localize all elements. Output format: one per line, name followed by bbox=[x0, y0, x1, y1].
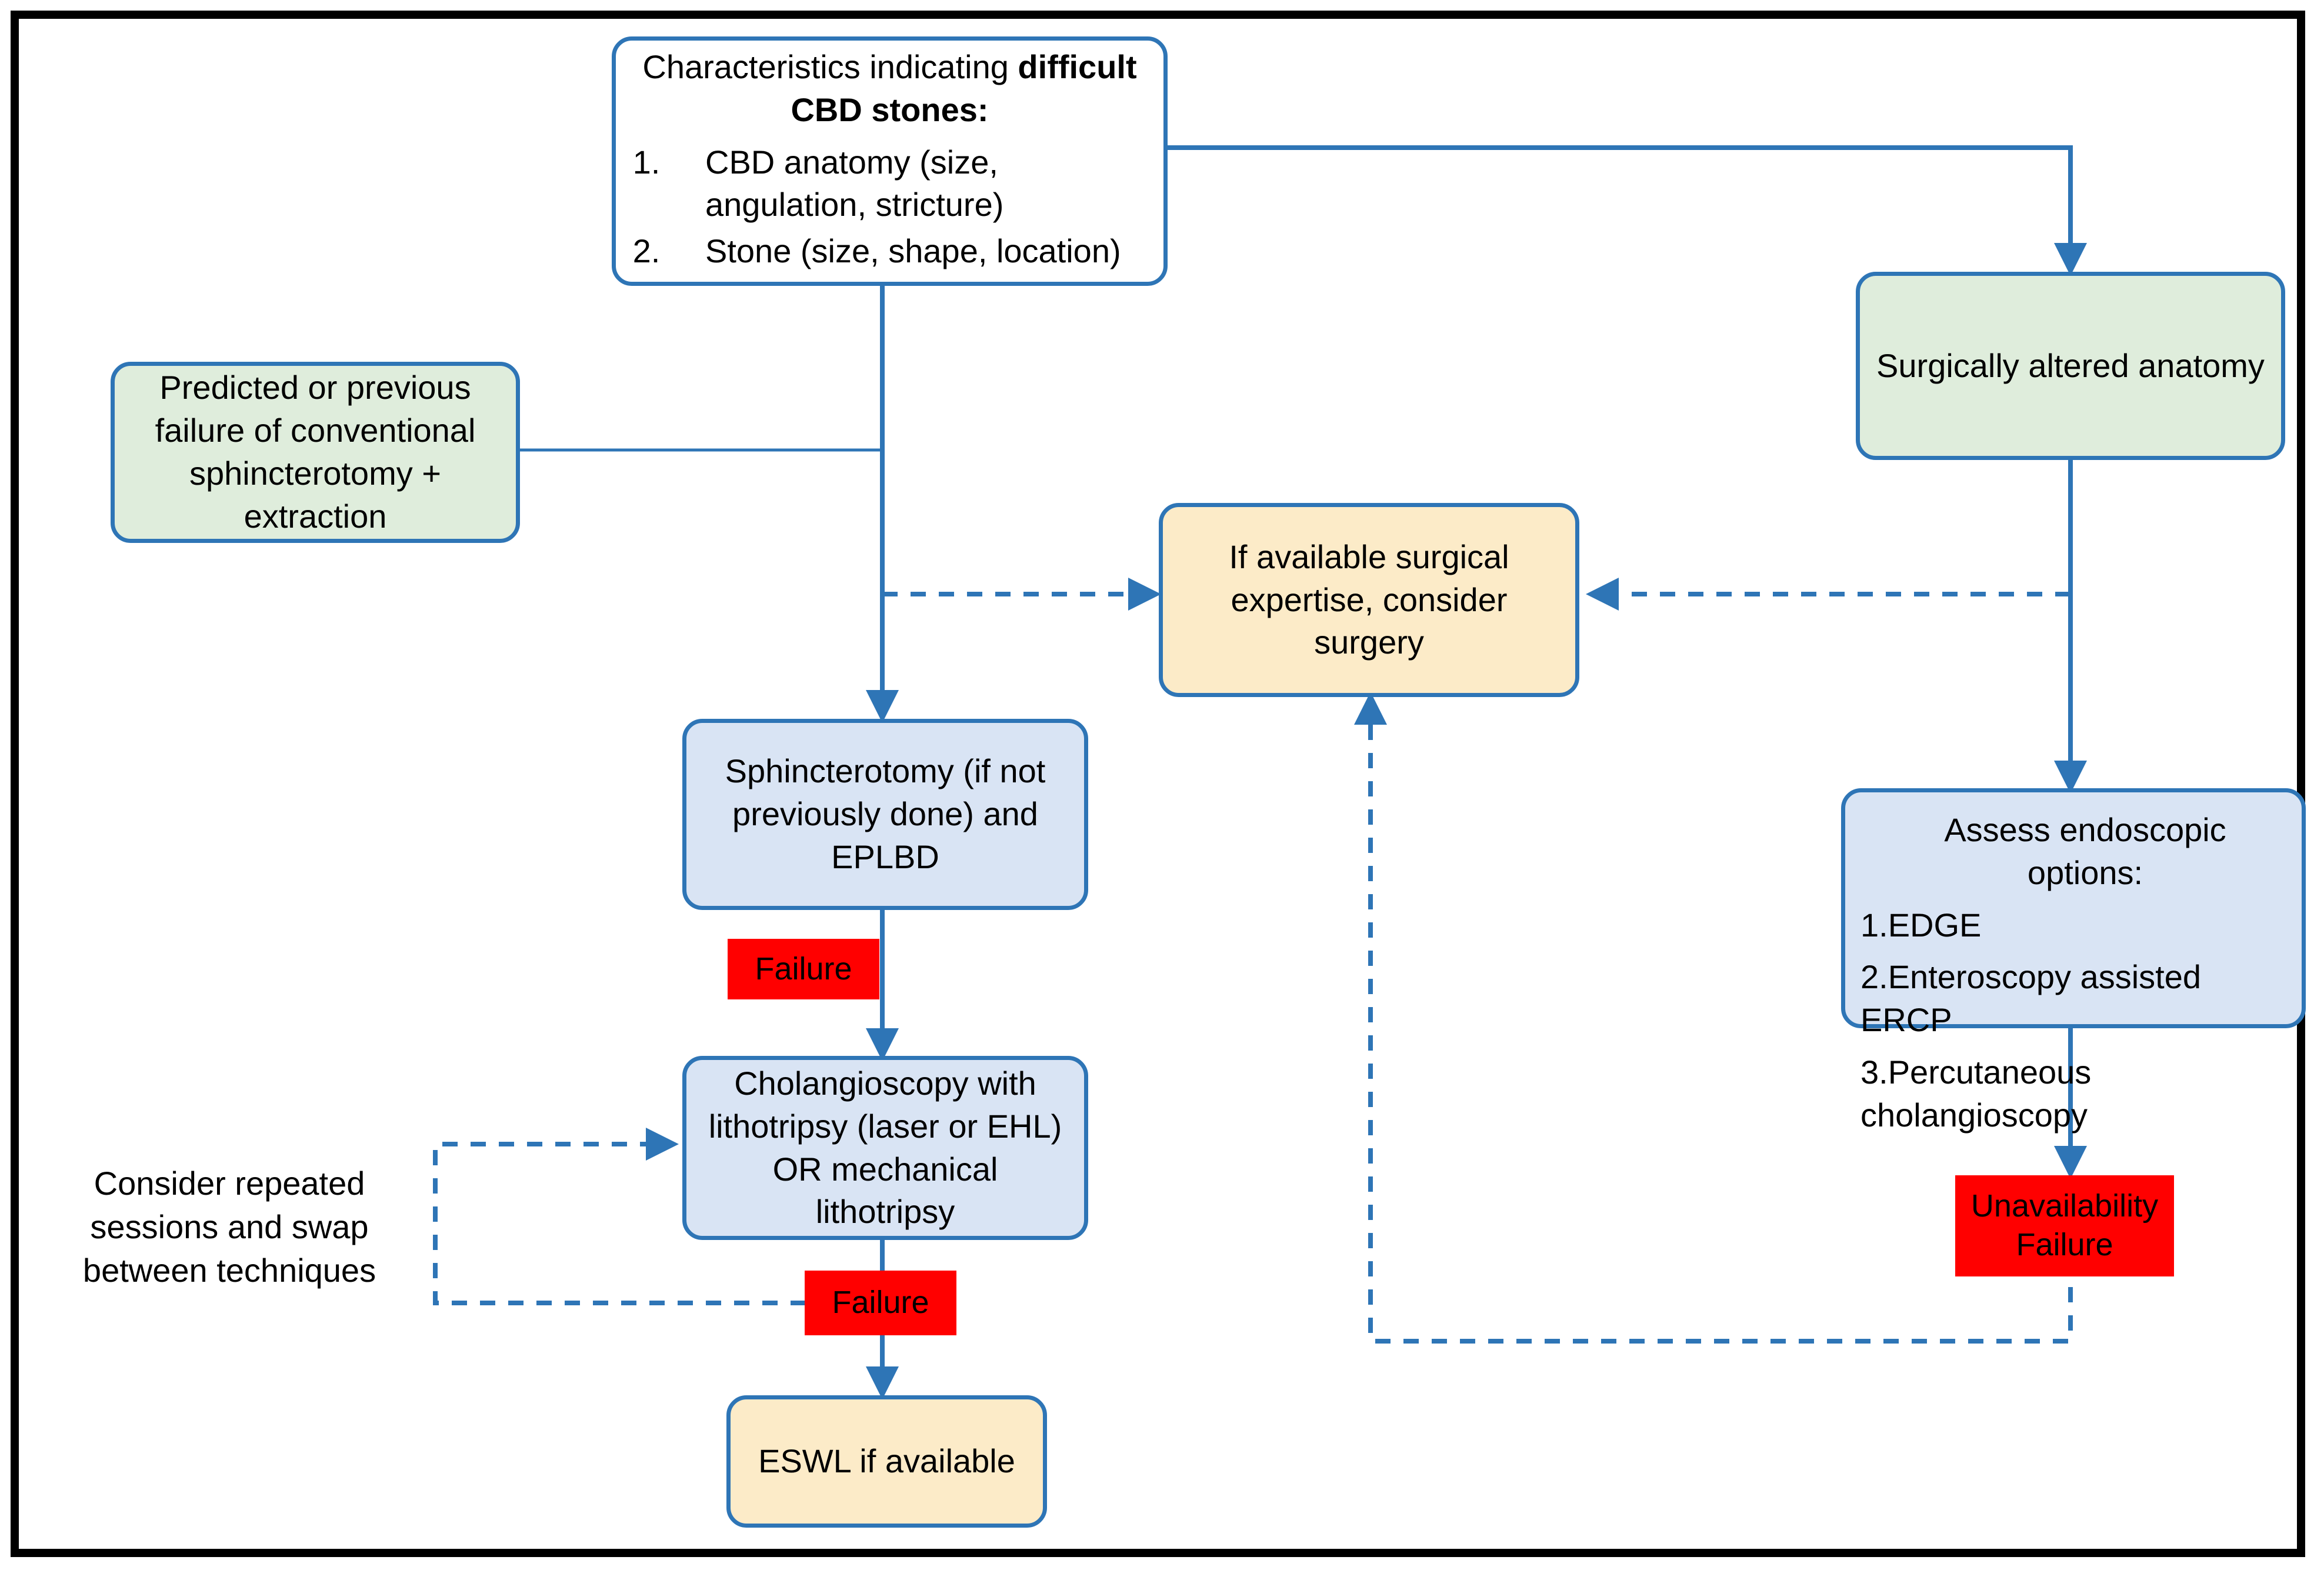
list-item: Stone (size, shape, location) bbox=[688, 230, 1148, 273]
cholangioscopy-label: Cholangioscopy with lithotripsy (laser o… bbox=[708, 1064, 1062, 1231]
edge-unavailability-to-surgery-dashed bbox=[1354, 692, 2073, 1344]
edge-difficult-to-surgical bbox=[1168, 145, 2087, 276]
node-sphincterotomy-eplbd[interactable]: Sphincterotomy (if not previously done) … bbox=[682, 719, 1088, 910]
assess-option-2: 2.Enteroscopy assisted ERCP bbox=[1860, 958, 2201, 1039]
node-assess-endoscopic-options[interactable]: Assess endoscopic options: 1.EDGE 2.Ente… bbox=[1841, 788, 2306, 1134]
node-difficult-cbd-stones[interactable]: Characteristics indicating difficult CBD… bbox=[612, 36, 1168, 286]
difficult-cbd-list: CBD anatomy (size, angulation, stricture… bbox=[631, 141, 1148, 273]
diagram-border-frame bbox=[11, 11, 2305, 1557]
failure-2-label: Failure bbox=[832, 1285, 929, 1321]
status-badge-unavailability-failure: Unavailability Failure bbox=[1955, 1175, 2174, 1276]
status-badge-failure-2: Failure bbox=[805, 1271, 956, 1335]
status-badge-failure-1: Failure bbox=[728, 939, 879, 999]
node-predicted-previous-failure[interactable]: Predicted or previous failure of convent… bbox=[111, 362, 520, 543]
surgically-altered-label: Surgically altered anatomy bbox=[1876, 346, 2265, 384]
assess-option-3: 3.Percutaneous cholangioscopy bbox=[1860, 1053, 2092, 1134]
predicted-failure-label: Predicted or previous failure of convent… bbox=[155, 369, 476, 535]
unavailability-failure-label: Unavailability Failure bbox=[1970, 1188, 2159, 1262]
consider-repeated-label: Consider repeated sessions and swap betw… bbox=[82, 1165, 376, 1289]
failure-1-label: Failure bbox=[755, 951, 852, 986]
node-surgically-altered-anatomy[interactable]: Surgically altered anatomy bbox=[1856, 272, 2285, 460]
list-item: CBD anatomy (size, angulation, stricture… bbox=[688, 141, 1148, 227]
assess-endoscopic-heading: Assess endoscopic options: bbox=[1944, 811, 2226, 891]
note-consider-repeated-sessions: Consider repeated sessions and swap betw… bbox=[35, 1162, 424, 1292]
assess-option-1: 1.EDGE bbox=[1860, 906, 1982, 944]
consider-surgery-label: If available surgical expertise, conside… bbox=[1229, 538, 1509, 661]
node-eswl-if-available[interactable]: ESWL if available bbox=[726, 1395, 1047, 1528]
sphincterotomy-label: Sphincterotomy (if not previously done) … bbox=[725, 752, 1046, 875]
eswl-label: ESWL if available bbox=[758, 1442, 1015, 1480]
node-consider-surgery[interactable]: If available surgical expertise, conside… bbox=[1159, 503, 1579, 697]
node-cholangioscopy-lithotripsy[interactable]: Cholangioscopy with lithotripsy (laser o… bbox=[682, 1056, 1088, 1240]
difficult-cbd-title: Characteristics indicating difficult CBD… bbox=[642, 48, 1137, 128]
